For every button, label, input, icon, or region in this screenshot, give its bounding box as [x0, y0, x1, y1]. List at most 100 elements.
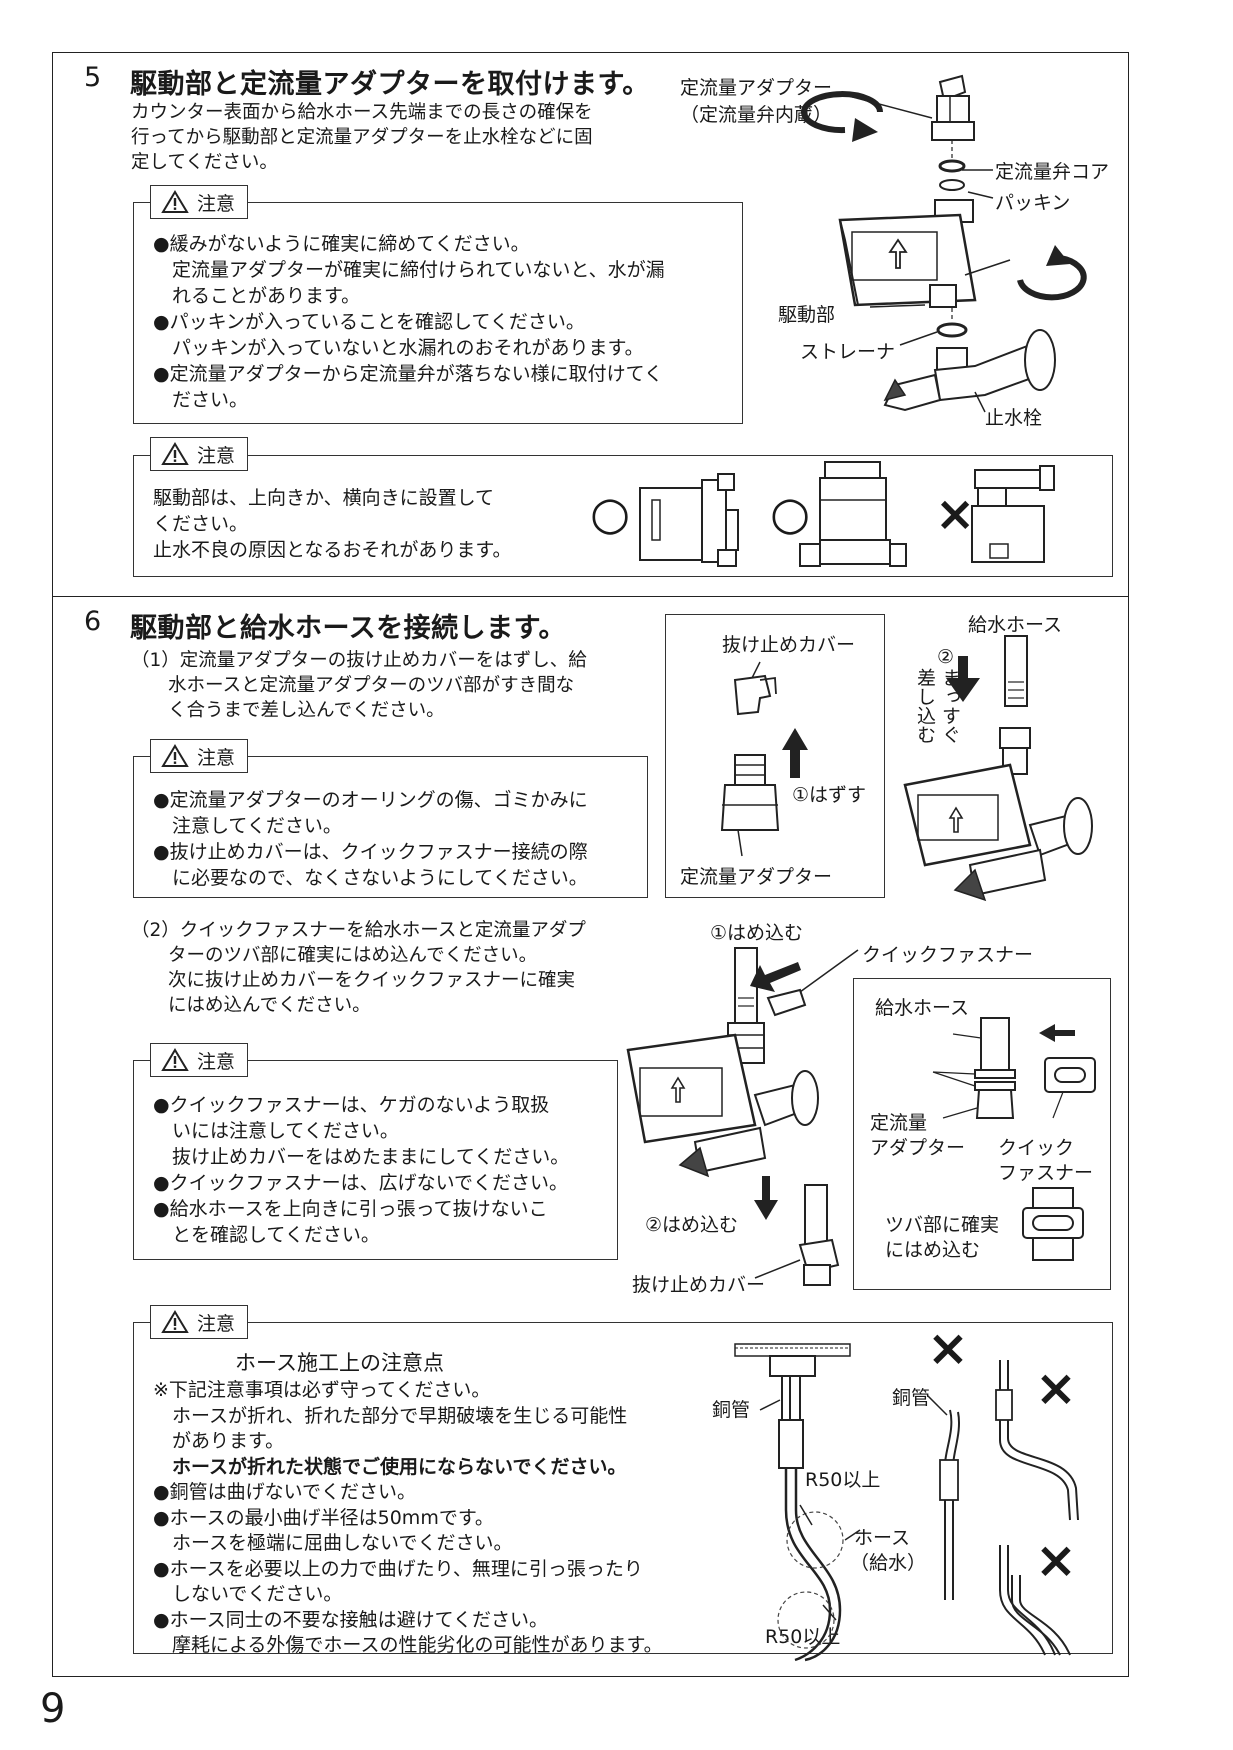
- caution-box-4: [133, 1060, 618, 1260]
- quick-fastener-illustration: [626, 947, 859, 1286]
- page-number: 9: [40, 1686, 66, 1732]
- caution-label-4: 注意: [197, 1050, 236, 1073]
- caution4-line-4: ●クイックファスナーは、広げないでください。: [153, 1172, 569, 1194]
- caution2-line-2: ください。: [153, 513, 249, 535]
- caution4-line-2: いには注意してください。: [153, 1120, 399, 1142]
- caution5-line: ※下記注意事項は必ず守ってください。: [153, 1379, 491, 1401]
- caution3-line-4: に必要なので、なくさないようにしてください。: [153, 867, 588, 889]
- caution-label-3: 注意: [197, 746, 236, 769]
- caution3-line-3: ●抜け止めカバーは、クイックファスナー接続の際: [153, 841, 588, 863]
- caution2-line-3: 止水不良の原因となるおそれがあります。: [153, 539, 512, 561]
- step5-assembly-illustration: [801, 74, 1087, 413]
- label-cover2: 抜け止めカバー: [632, 1274, 766, 1296]
- label-hose-5: ホース: [854, 1527, 911, 1549]
- caution-label-1: 注意: [197, 192, 236, 215]
- caution5-line: ●銅管は曲げないでください。: [153, 1481, 417, 1503]
- caution5-line: があります。: [153, 1430, 285, 1452]
- section-divider: [52, 596, 1129, 597]
- caution1-line-4: ●パッキンが入っていることを確認してください。: [153, 311, 585, 333]
- caution1-line-5: パッキンが入っていないと水漏れのおそれがあります。: [153, 337, 644, 359]
- step6-sub1-2: 水ホースと定流量アダプターのツバ部がすき間な: [131, 675, 575, 696]
- step6-sub2-3: 次に抜け止めカバーをクイックファスナーに確実: [131, 970, 576, 991]
- caution-box-1: [133, 202, 743, 424]
- label-r50-bottom: R50以上: [765, 1626, 841, 1648]
- wrong-mark-downward: ×: [935, 486, 976, 542]
- step6-sub2-4: にはめ込んでください。: [131, 995, 371, 1016]
- caution4-line-5: ●給水ホースを上向きに引っ張って抜けないこ: [153, 1198, 548, 1220]
- caution5-heading: ホース施工上の注意点: [235, 1351, 444, 1375]
- label-adapter-6: 定流量アダプター: [680, 866, 833, 888]
- orientation-illustrations: [639, 461, 1055, 567]
- label-drive: 駆動部: [778, 304, 836, 326]
- caution1-line-3: れることがあります。: [153, 285, 361, 307]
- wrong-mark-hose-contact: ×: [1035, 1531, 1077, 1589]
- page-frame: [52, 52, 1129, 1677]
- caution5-line: ホースを極端に屈曲しないでください。: [153, 1532, 513, 1554]
- step5-intro-2: 行ってから駆動部と定流量アダプターを止水栓などに固: [131, 127, 593, 148]
- label-adapter: 定流量アダプター: [680, 77, 833, 99]
- caution-box-5: [133, 1322, 1113, 1654]
- step6-connection-illustration: [720, 635, 1093, 902]
- label-fit2: ②はめ込む: [645, 1214, 739, 1236]
- step5-intro-3: 定してください。: [131, 152, 278, 173]
- hose-routing-illustration: [734, 1343, 1079, 1662]
- label-strainer: ストレーナ: [800, 341, 896, 363]
- caution1-line-2: 定流量アダプターが確実に締付けられていないと、水が漏: [153, 259, 665, 281]
- caution1-line-6: ●定流量アダプターから定流量弁が落ちない様に取付けてく: [153, 363, 664, 385]
- step5-title: 駆動部と定流量アダプターを取付けます。: [130, 69, 650, 100]
- label-valve-core: 定流量弁コア: [995, 161, 1110, 183]
- label-adapter-sub: （定流量弁内蔵）: [680, 104, 833, 126]
- detail-hose: 給水ホース: [875, 997, 970, 1019]
- step6-sub2-1: （2）クイックファスナーを給水ホースと定流量アダプ: [131, 920, 586, 941]
- step6-sub1-3: く合うまで差し込んでください。: [131, 700, 445, 721]
- caution3-line-1: ●定流量アダプターのオーリングの傷、ゴミかみに: [153, 789, 588, 811]
- caution2-line-1: 駆動部は、上向きか、横向きに設置して: [153, 487, 495, 509]
- label-fit1: ①はめ込む: [710, 922, 804, 944]
- label-insert: 差し込む: [914, 668, 936, 744]
- detail-fit-2: にはめ込む: [885, 1239, 981, 1261]
- caution5-line: 摩耗による外傷でホースの性能劣化の可能性があります。: [153, 1634, 663, 1656]
- correct-mark-upright: ○: [770, 486, 811, 540]
- cover-removal-figure: [665, 614, 885, 898]
- caution4-line-1: ●クイックファスナーは、ケガのないよう取扱: [153, 1094, 550, 1116]
- caution5-lines: ※下記注意事項は必ず守ってください。 ホースが折れ、折れた部分で早期破壊を生じる…: [153, 1378, 663, 1659]
- step5-intro-1: カウンター表面から給水ホース先端までの長さの確保を: [131, 102, 593, 123]
- warning-icon: [161, 1310, 189, 1333]
- label-copper1: 銅管: [712, 1399, 751, 1421]
- caution3-line-2: 注意してください。: [153, 815, 342, 837]
- wrong-mark-hose-kink: ×: [1035, 1359, 1077, 1417]
- detail-adapter-2: アダプター: [870, 1137, 966, 1159]
- step6-title: 駆動部と給水ホースを接続します。: [130, 613, 566, 644]
- caution-label-2: 注意: [197, 444, 236, 467]
- label-r50-top: R50以上: [805, 1469, 881, 1491]
- caution-tag-1: 注意: [150, 185, 249, 219]
- detail-adapter-1: 定流量: [870, 1112, 928, 1134]
- flange-detail-figure: [853, 978, 1111, 1290]
- label-hose-sub: （給水）: [850, 1552, 927, 1574]
- caution5-line: ●ホースの最小曲げ半径は50mmです。: [153, 1506, 494, 1529]
- label-packing: パッキン: [995, 192, 1071, 214]
- caution-tag-4: 注意: [150, 1043, 249, 1077]
- label-cover: 抜け止めカバー: [722, 634, 856, 656]
- caution5-line: ホースが折れた状態でご使用にならないでください。: [153, 1455, 627, 1478]
- step6-sub1-1: （1）定流量アダプターの抜け止めカバーをはずし、給: [131, 650, 587, 671]
- caution5-line: ホースが折れ、折れた部分で早期破壊を生じる可能性: [153, 1404, 628, 1427]
- caution5-line: しないでください。: [153, 1583, 343, 1605]
- caution-label-5: 注意: [197, 1312, 236, 1335]
- caution-box-3: [133, 756, 648, 898]
- detail-quick-1: クイック: [998, 1137, 1075, 1159]
- step6-number: 6: [84, 606, 102, 637]
- caution-box-2: [133, 455, 1113, 577]
- caution-tag-2: 注意: [150, 437, 249, 471]
- caution5-line: ●ホースを必要以上の力で曲げたり、無理に引っ張ったり: [153, 1557, 643, 1580]
- caution5-line: ●ホース同士の不要な接触は避けてください。: [153, 1608, 549, 1631]
- correct-mark-horizontal: ○: [590, 486, 631, 540]
- caution1-line-7: ださい。: [153, 389, 249, 411]
- caution1-line-1: ●緩みがないように確実に締めてください。: [153, 233, 530, 255]
- detail-fit-1: ツバ部に確実: [885, 1214, 1000, 1236]
- caution4-line-6: とを確認してください。: [153, 1224, 380, 1246]
- label-copper2: 銅管: [892, 1387, 931, 1409]
- label-quick: クイックファスナー: [862, 944, 1034, 966]
- label-stop-valve: 止水栓: [985, 407, 1043, 429]
- caution-tag-3: 注意: [150, 739, 249, 773]
